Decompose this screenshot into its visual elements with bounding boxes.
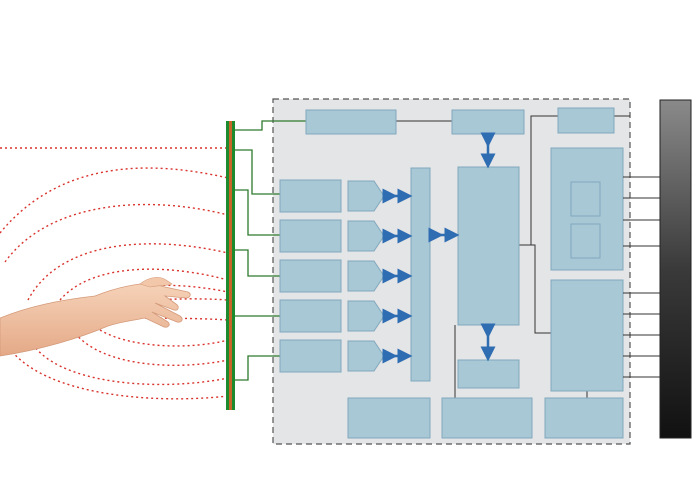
- bottom-right-block: [545, 398, 623, 438]
- channel-block: [280, 340, 341, 372]
- memory-cell: [571, 182, 600, 216]
- hand-icon: [0, 277, 190, 356]
- processor-block: [458, 167, 519, 325]
- electrode-strip-icon: [226, 121, 235, 410]
- field-line: [100, 330, 228, 346]
- field-line: [5, 205, 228, 262]
- top-left-block: [306, 110, 396, 134]
- field-line: [30, 340, 228, 384]
- memory-cell: [571, 224, 600, 258]
- top-middle-block: [452, 110, 524, 134]
- edge-connector-icon: [660, 100, 691, 438]
- channel-block: [280, 300, 341, 332]
- channel-block: [280, 180, 341, 212]
- channel-block: [280, 220, 341, 252]
- field-line: [0, 168, 228, 233]
- bottom-left-block: [348, 398, 430, 438]
- bottom-middle-block: [442, 398, 532, 438]
- data-bus: [411, 168, 430, 381]
- top-right-block: [558, 108, 614, 133]
- field-lines: [0, 148, 228, 399]
- processor-sub-block: [458, 360, 519, 388]
- io-block: [551, 280, 623, 391]
- channel-block: [280, 260, 341, 292]
- sense-channels: [280, 180, 384, 372]
